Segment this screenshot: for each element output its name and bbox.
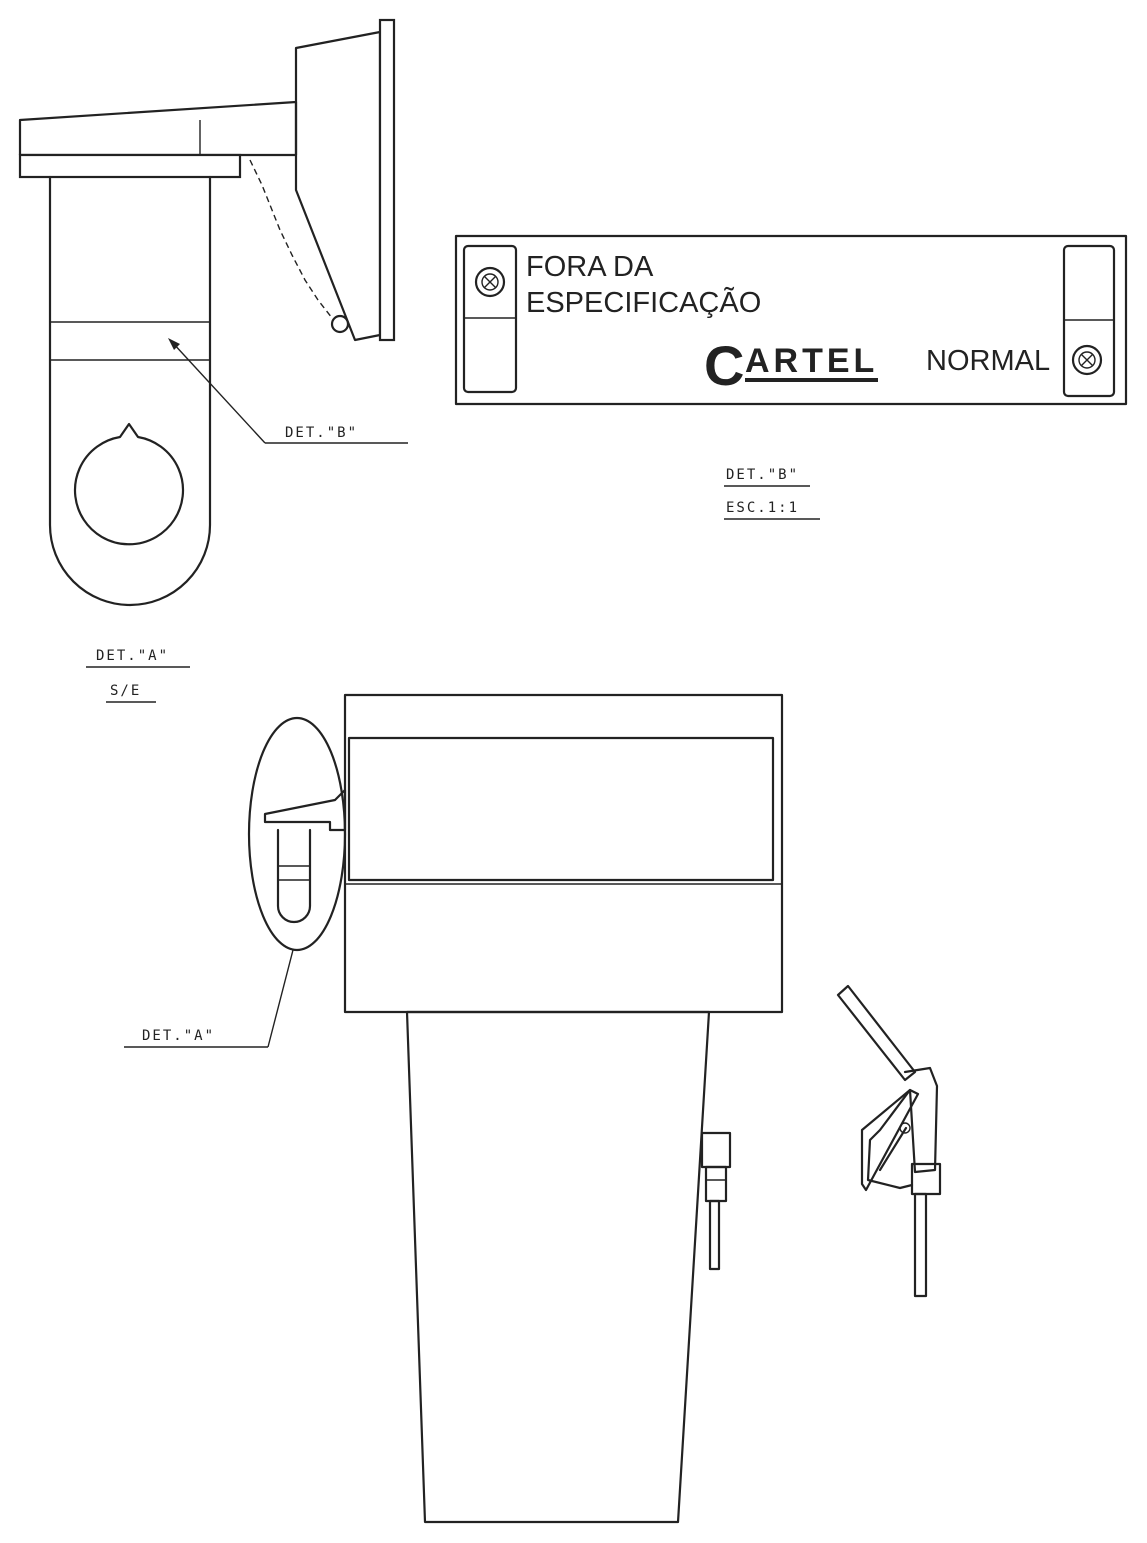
detail-a-back-plate <box>294 30 382 342</box>
detail-a-top-arm <box>18 100 298 157</box>
detail-b-leader-line <box>171 341 266 444</box>
detail-b-panel: FORA DA ESPECIFICAÇÃO C ARTEL NORMAL DET… <box>454 234 1128 520</box>
logo-initial: C <box>704 334 744 397</box>
detail-a-scale: S/E <box>110 683 141 699</box>
panel-text-normal: NORMAL <box>926 345 1050 377</box>
nozzle-handle <box>866 1066 939 1190</box>
pump-head <box>343 693 784 1014</box>
cartel-logo: C ARTEL <box>704 334 878 397</box>
pump-indicator-bracket <box>247 716 347 952</box>
detail-a-callout-ellipse <box>247 716 347 952</box>
detail-a-drawing: DET."B" DET."A" S/E <box>18 18 408 703</box>
nozzle-drawing <box>836 984 942 1298</box>
detail-a-cap <box>18 153 242 179</box>
nozzle-spout <box>836 984 917 1082</box>
nozzle-trigger <box>860 1088 920 1192</box>
left-indicator-window <box>462 244 518 394</box>
detail-a-plate-edge <box>378 18 396 342</box>
detail-a-leader-label: DET."A" <box>142 1028 215 1044</box>
panel-text-line1: FORA DA <box>526 251 654 283</box>
detail-b-leader-label: DET."B" <box>285 425 358 441</box>
detail-b-title: DET."B" <box>726 467 799 483</box>
right-indicator-ball-icon <box>1071 344 1103 376</box>
detail-a-hole <box>73 422 185 546</box>
pump-display-window <box>347 736 775 882</box>
left-indicator-ball-icon <box>474 266 506 298</box>
logo-rest: ARTEL <box>745 342 878 380</box>
detail-a-chain-ring <box>330 314 350 334</box>
detail-a-leader-line <box>267 949 294 1048</box>
nozzle-hose <box>913 1192 928 1298</box>
detail-a-body <box>48 175 212 607</box>
pump-hose-outlet <box>700 1131 732 1271</box>
detail-b-scale: ESC.1:1 <box>726 500 799 516</box>
pump-body <box>405 1010 711 1524</box>
detail-a-chain <box>249 159 333 319</box>
panel-frame <box>454 234 1128 406</box>
right-indicator-window <box>1062 244 1116 398</box>
detail-a-title: DET."A" <box>96 648 169 664</box>
panel-text-line2: ESPECIFICAÇÃO <box>526 285 761 319</box>
fuel-pump-drawing: DET."A" <box>124 693 784 1524</box>
